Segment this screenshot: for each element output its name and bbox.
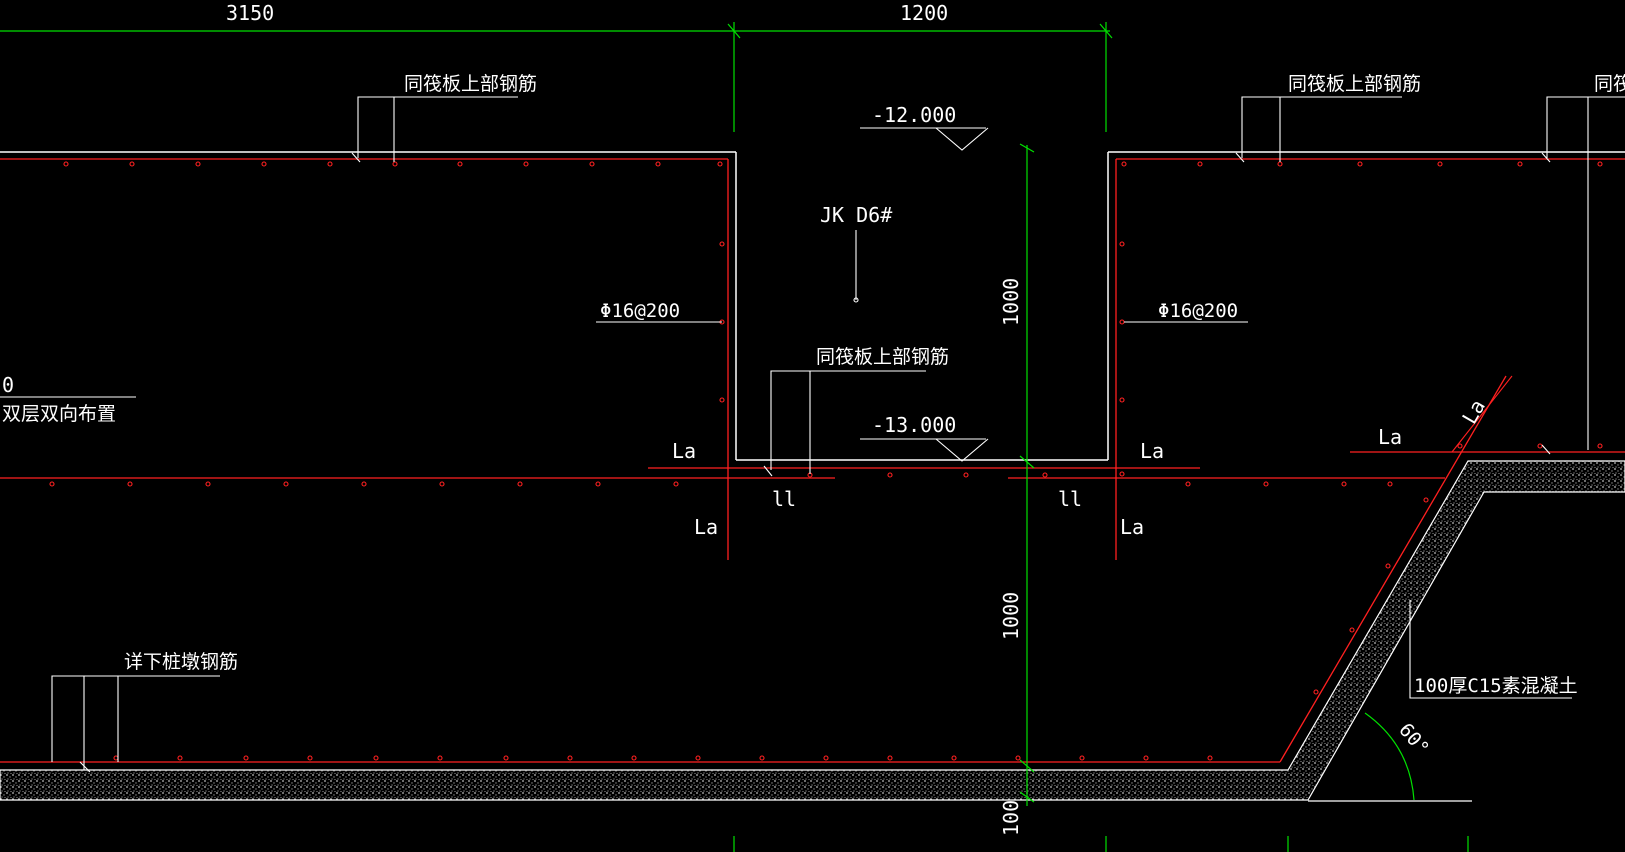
- leader-lines: [0, 96, 1625, 773]
- dim-top-mid: 1200: [900, 1, 948, 25]
- dim-vert-bottom: 100: [999, 800, 1023, 836]
- dim-vert-lower: 1000: [999, 592, 1023, 640]
- anchor-la-4: La: [1120, 515, 1144, 539]
- pit-id: JK D6#: [820, 203, 892, 227]
- anchor-ll-1: ll: [772, 487, 796, 511]
- anchor-ticks: [1350, 375, 1513, 453]
- dim-top-left: 3150: [226, 1, 274, 25]
- label-double-layer: 双层双向布置: [2, 403, 116, 425]
- anchor-la-3: La: [694, 515, 718, 539]
- dimension-lines: [0, 22, 1469, 852]
- rebar-dots: [49, 161, 1603, 761]
- label-angle: 60°: [1394, 719, 1433, 759]
- rebar-spec-right: Φ16@200: [1158, 300, 1238, 322]
- label-raft-top-rebar-pit: 同筏板上部钢筋: [816, 346, 949, 368]
- elevation-top: -12.000: [872, 103, 956, 127]
- label-left-zero: 0: [2, 373, 14, 397]
- label-raft-top-rebar-right: 同筏板上部钢筋: [1288, 73, 1421, 95]
- anchor-la-5: La: [1378, 425, 1402, 449]
- label-plain-concrete: 100厚C15素混凝土: [1414, 675, 1578, 697]
- anchor-la-1: La: [672, 439, 696, 463]
- label-pile-cap-rebar: 详下桩墩钢筋: [124, 651, 238, 673]
- plain-concrete-layer: [0, 460, 1625, 801]
- anchor-ll-2: ll: [1058, 487, 1082, 511]
- pit-outline: [0, 151, 1625, 461]
- anchor-la-2: La: [1140, 439, 1164, 463]
- anchor-la-6: La: [1457, 395, 1490, 428]
- dim-vert-upper: 1000: [999, 278, 1023, 326]
- rebar-spec-left: Φ16@200: [600, 300, 680, 322]
- elevation-pit-bottom: -13.000: [872, 413, 956, 437]
- label-raft-top-rebar-left: 同筏板上部钢筋: [404, 73, 537, 95]
- rebar-lines: [0, 158, 1625, 763]
- label-raft-top-rebar-edge: 同筏: [1594, 73, 1625, 95]
- angle-arc: [1364, 712, 1415, 801]
